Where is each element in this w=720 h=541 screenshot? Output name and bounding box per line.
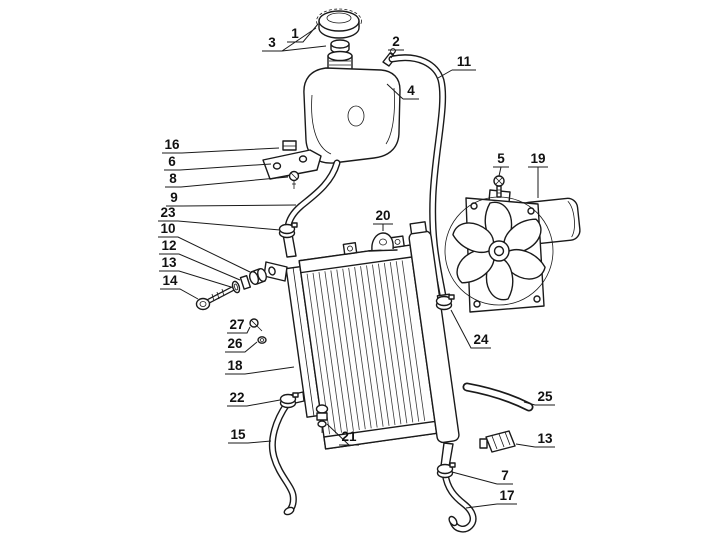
callout-20: 20 <box>373 208 393 231</box>
callout-label: 14 <box>162 273 178 288</box>
callout-label: 20 <box>375 208 390 223</box>
mount-screw <box>195 286 235 311</box>
callout-label: 7 <box>501 468 509 483</box>
callout-label: 11 <box>457 54 472 69</box>
expansion-tank <box>303 50 401 164</box>
callout-14: 14 <box>160 273 199 300</box>
callout-label: 22 <box>229 390 244 405</box>
drain-fitting <box>315 404 329 433</box>
fan-hub <box>488 240 510 262</box>
callout-label: 23 <box>160 205 176 220</box>
small-washer <box>257 336 267 344</box>
callout-11: 11 <box>437 54 476 79</box>
mount-spacer <box>239 274 252 290</box>
callout-7: 7 <box>451 468 513 485</box>
callout-label: 6 <box>168 154 176 169</box>
bracket-screw <box>288 170 300 189</box>
callout-label: 19 <box>530 151 545 166</box>
callout-label: 1 <box>291 26 299 41</box>
callout-13: 13 <box>159 255 232 288</box>
overflow-hose <box>388 54 447 300</box>
mount-tab <box>263 261 288 282</box>
mount-bushing <box>248 267 268 286</box>
callout-8: 8 <box>165 171 289 188</box>
overflow-hose-clamp <box>435 294 455 311</box>
bracket-clip <box>282 140 297 151</box>
callout-1: 1 <box>287 23 319 43</box>
callout-label: 13 <box>161 255 177 270</box>
callout-5: 5 <box>493 151 509 177</box>
callout-label: 9 <box>170 190 178 205</box>
callout-label: 2 <box>392 34 400 49</box>
callout-label: 24 <box>473 332 489 347</box>
callout-24: 24 <box>450 309 491 349</box>
callout-22: 22 <box>227 390 281 407</box>
callout-6: 6 <box>164 154 272 171</box>
callout-label: 17 <box>499 488 514 503</box>
callout-label: 25 <box>537 389 553 404</box>
callout-label: 21 <box>341 429 357 444</box>
callout-26: 26 <box>225 336 258 353</box>
callout-label: 15 <box>230 427 246 442</box>
callout-16: 16 <box>162 137 280 154</box>
small-screw <box>249 318 263 332</box>
callout-19: 19 <box>528 151 548 198</box>
lower-left-hose-clamp <box>279 392 299 409</box>
lower-right-hose-clamp <box>436 462 456 479</box>
callout-label: 8 <box>169 171 177 186</box>
callout-15: 15 <box>228 427 272 444</box>
callout-2: 2 <box>388 34 404 59</box>
radiator <box>285 221 460 450</box>
rubber-clip <box>479 430 516 453</box>
callout-10: 10 <box>158 221 251 273</box>
callout-label: 12 <box>161 238 176 253</box>
callout-label: 3 <box>268 35 276 50</box>
callout-label: 26 <box>227 336 243 351</box>
callout-label: 16 <box>164 137 180 152</box>
callout-17: 17 <box>465 488 517 509</box>
callout-12: 12 <box>159 238 241 281</box>
callout-18: 18 <box>225 358 295 375</box>
callout-label: 18 <box>227 358 243 373</box>
fan-blades <box>444 196 554 306</box>
radiator-core <box>306 260 426 435</box>
callout-4: 4 <box>386 83 419 100</box>
callout-label: 10 <box>160 221 175 236</box>
mounting-bracket <box>262 149 322 180</box>
lower-left-hose <box>268 400 297 516</box>
callout-13b: 13 <box>515 431 555 448</box>
callout-27: 27 <box>227 317 251 334</box>
callout-9: 9 <box>166 190 297 207</box>
upper-hose-clamp <box>278 222 298 239</box>
callout-label: 5 <box>497 151 505 166</box>
support-strip <box>462 382 534 412</box>
tank-to-radiator-hose <box>284 159 341 231</box>
mount-washer <box>231 280 241 294</box>
callout-25: 25 <box>523 389 555 406</box>
lower-right-hose <box>441 469 477 533</box>
callout-label: 13 <box>537 431 553 446</box>
filler-cap <box>316 8 362 39</box>
callout-23: 23 <box>158 205 281 231</box>
top-clamp <box>368 232 398 252</box>
callout-21: 21 <box>326 423 359 446</box>
callout-3: 3 <box>262 27 327 52</box>
callout-label: 4 <box>407 83 415 98</box>
fan-assembly <box>444 175 581 313</box>
callout-label: 27 <box>229 317 244 332</box>
